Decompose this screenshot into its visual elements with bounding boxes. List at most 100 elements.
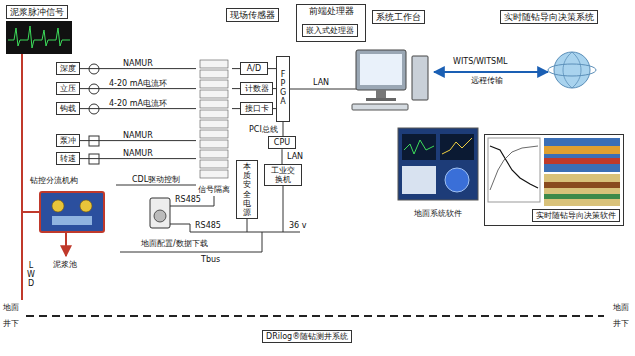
connector [283,122,284,136]
sensor-box: 立压 [56,82,80,95]
node-text: 泵冲 [60,136,76,145]
sensor-box: 泵冲 [56,134,80,147]
connector [232,88,240,89]
screen-curve [404,140,434,154]
image-band [544,182,620,188]
node-text: 工业交换机 [268,166,298,184]
connector [232,108,240,109]
screen-gauge [445,168,469,192]
edge-label: NAMUR [122,59,154,68]
node-text: A/D [247,64,261,73]
monitor [356,50,406,90]
text-label: 井下 [612,319,630,328]
software-frame: 实时随钻导向决策软件 [484,134,624,226]
title-box: 系统工作台 [372,10,425,24]
node-text: CPU [274,138,290,147]
edge-label: 4-20 mA电流环 [108,99,168,108]
screen-panel [402,134,436,160]
sensor-box: 转速 [56,152,80,165]
connector [116,185,196,186]
globe-ring [548,64,596,76]
log-curve [490,146,538,188]
processor-frame: 前端处理器嵌入式处理器 [296,4,366,42]
isolator-block: 信号隔离 [196,58,232,194]
diverter-valve [80,200,92,212]
ground-line [26,315,604,317]
node-text: 钻控分流机构 [30,176,78,185]
connector [80,158,196,159]
terminal [200,160,228,168]
node-text: 前端处理器 [309,6,354,16]
sensor-box: 钩载 [56,102,80,115]
signal-cable [21,54,23,300]
terminal [200,110,228,118]
pulse-scope [6,21,72,54]
image-plot [544,174,620,206]
edge-label: CDL驱动控制 [131,175,181,184]
node-text: 现场传感器 [230,10,275,20]
screen-curve [442,138,472,154]
module-box: A/D [240,62,268,75]
lan-wire [290,89,356,90]
power-drop [283,180,284,232]
terminal [200,80,228,88]
terminal [200,120,228,128]
signal-cable [22,211,40,213]
sensor-box: 深度 [56,62,80,75]
monitor-screen [360,54,402,85]
text-label: 地面 [2,303,20,312]
text-label: LAN [312,78,330,87]
node-text: FPGA [279,71,287,106]
node-text: 立压 [60,84,76,93]
pulse-wave [8,26,70,48]
image-band [544,146,620,154]
connector [80,68,196,69]
node-text: 信号隔离 [198,185,230,194]
mud-flow-arrow [65,232,67,256]
node-text: 本质安全电源 [240,162,254,217]
isolator-terminals [200,60,228,178]
connector [80,140,196,141]
text-label: WITS/WITSML [452,57,509,66]
connector [282,149,283,164]
log-curve [490,146,538,190]
fpga-box: FPGA [276,56,290,122]
node-text: DRilog®随钻测井系统 [266,332,348,341]
diverter-pipe [52,216,92,225]
terminal [200,150,228,158]
diverter-unit: 钻控分流机构 [30,176,116,240]
tbus-wire [120,232,262,252]
screen-panel [402,166,436,194]
terminal [200,70,228,78]
module-box: 计数器 [240,82,273,95]
image-band [544,158,620,164]
text-label: LWD [27,262,35,288]
node-text: 系统工作台 [376,12,421,22]
terminal [200,130,228,138]
terminal [200,100,228,108]
edge-label: PCI总线 [248,125,279,134]
terminal [200,90,228,98]
config-device-speaker [154,210,166,222]
edge-label: NAMUR [122,131,154,140]
log-plot [488,138,540,202]
edge-label: NAMUR [122,149,154,158]
monitor-base [366,98,396,101]
module-box: CPU [268,136,296,149]
keyboard [352,104,408,110]
node-text: 嵌入式处理器 [306,26,354,35]
rs485-wire [170,196,214,206]
image-plot [544,138,620,172]
diverter-body [40,192,104,232]
terminal [200,140,228,148]
title-box: 现场传感器 [226,8,279,22]
signal-box: 泥浆脉冲信号 [6,5,68,19]
power-box: 本质安全电源 [236,160,258,219]
remote-link-arrow [434,71,548,73]
text-label: 地面配置/数据下载 [140,239,209,248]
monitor-stand [376,90,386,98]
node-text: 转速 [60,154,76,163]
